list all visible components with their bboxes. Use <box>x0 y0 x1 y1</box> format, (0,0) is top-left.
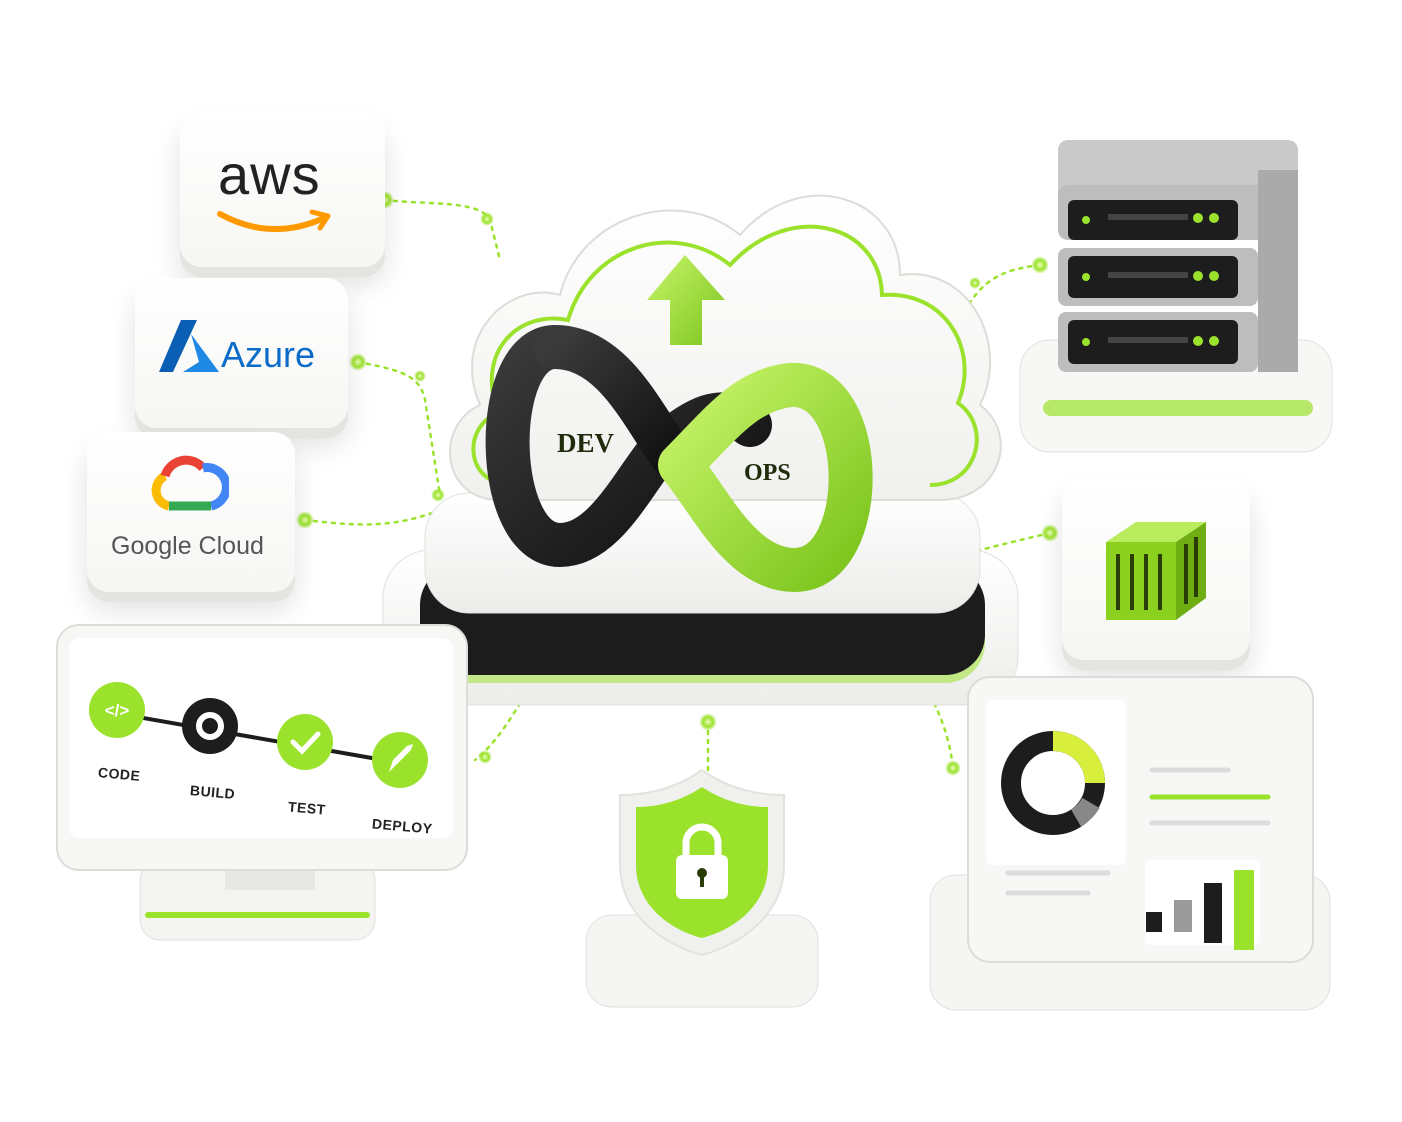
aws-logo-text: aws <box>218 143 321 206</box>
code-icon <box>89 682 145 738</box>
azure-logo-text: Azure <box>221 334 316 375</box>
container-icon <box>1106 522 1206 620</box>
container-card <box>1062 478 1250 660</box>
pipeline-stage-test: TEST <box>287 798 327 818</box>
upload-arrow-icon <box>647 255 725 345</box>
devops-cloud-platform <box>382 194 1019 706</box>
server-rack-icon <box>1019 140 1333 453</box>
svg-text:</>: </> <box>105 701 130 720</box>
link-google <box>303 508 442 526</box>
dashboard-icon <box>929 676 1331 1011</box>
dev-label: DEV <box>557 428 615 458</box>
link-azure <box>356 360 442 497</box>
azure-card: Azure <box>135 278 348 428</box>
ops-label: OPS <box>744 460 791 486</box>
aws-card: aws <box>180 112 385 267</box>
pipeline-monitor: </> <box>56 624 468 941</box>
google-cloud-icon <box>151 455 229 511</box>
test-check-icon <box>277 714 333 770</box>
infinity-loop-icon <box>485 325 873 593</box>
google-cloud-logo-text: Google Cloud <box>111 532 264 560</box>
google-cloud-card: Google Cloud <box>87 432 295 592</box>
shield-lock-icon <box>585 768 819 1008</box>
azure-icon <box>159 320 219 372</box>
aws-smile-icon <box>217 209 331 233</box>
